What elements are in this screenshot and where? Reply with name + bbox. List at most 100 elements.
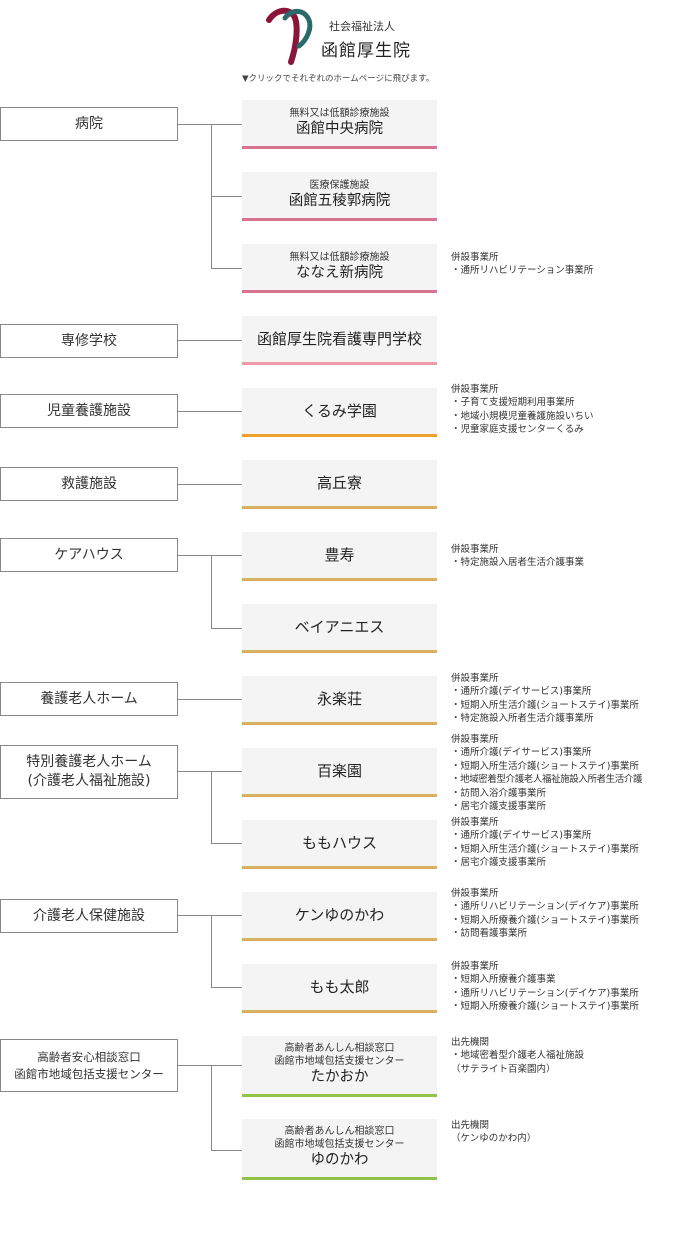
facility-name: 永楽荘 bbox=[316, 689, 362, 708]
facility-hyakurakuen[interactable]: 百楽園 bbox=[242, 748, 437, 797]
note-item: ・訪問看護事業所 bbox=[451, 928, 528, 940]
facility-name: 函館厚生院看護専門学校 bbox=[256, 329, 422, 348]
facility-name: 函館中央病院 bbox=[296, 120, 383, 137]
connector-line bbox=[211, 987, 242, 988]
note-item: ・児童家庭支援センターくるみ bbox=[451, 424, 584, 436]
note-nanae-hospital: 併設事業所 ・通所リハビリテーション事業所 bbox=[451, 251, 593, 278]
note-heading: 併設事業所 bbox=[451, 544, 499, 555]
connector-line bbox=[211, 628, 242, 629]
connector-line bbox=[178, 340, 242, 341]
note-item: ・短期入所療養介護事業 bbox=[451, 974, 556, 986]
facility-name: ゆのかわ bbox=[310, 1152, 369, 1169]
note-item: ・子育て支援短期利用事業所 bbox=[451, 397, 575, 409]
facility-name: ももハウス bbox=[301, 833, 377, 852]
facility-name: 百楽園 bbox=[316, 761, 362, 780]
facility-name: もも太郎 bbox=[309, 977, 370, 996]
connector-line bbox=[178, 555, 242, 556]
facility-ken-yunokawa[interactable]: ケンゆのかわ bbox=[242, 892, 437, 941]
connector-line bbox=[211, 555, 212, 629]
connector-line bbox=[178, 699, 242, 700]
facility-eirakuso[interactable]: 永楽荘 bbox=[242, 676, 437, 725]
note-item: ・地域小規模児童養護施設いちい bbox=[451, 410, 594, 422]
connector-line bbox=[211, 915, 212, 988]
facility-goryokaku-hospital[interactable]: 医療保護施設 函館五稜郭病院 bbox=[242, 172, 437, 221]
facility-name: ベイアニエス bbox=[294, 617, 385, 636]
org-type: 社会福祉法人 bbox=[329, 20, 395, 33]
facility-name: ケンゆのかわ bbox=[294, 905, 385, 924]
note-heading: 出先機関 bbox=[451, 1120, 490, 1131]
note-support-takaoka: 出先機関 ・地域密着型介護老人福祉施設 （サテライト百楽園内） bbox=[451, 1036, 584, 1076]
note-houju: 併設事業所 ・特定施設入居者生活介護事業 bbox=[451, 543, 584, 570]
note-ken-yunokawa: 併設事業所 ・通所リハビリテーション(デイケア)事業所 ・短期入所療養介護(ショ… bbox=[451, 887, 639, 941]
note-item: ・地域密着型介護老人福祉施設入所者生活介護 bbox=[451, 774, 643, 786]
note-heading: 併設事業所 bbox=[451, 888, 499, 899]
facility-type: 医療保護施設 bbox=[309, 179, 370, 191]
note-item: ・短期入所生活介護(ショートステイ)事業所 bbox=[451, 760, 639, 772]
connector-line bbox=[178, 771, 242, 772]
connector-line bbox=[178, 484, 242, 485]
connector-line bbox=[178, 411, 242, 412]
facility-name: 函館五稜郭病院 bbox=[288, 192, 391, 209]
facility-bay-agnes[interactable]: ベイアニエス bbox=[242, 604, 437, 653]
facility-name: 高丘寮 bbox=[316, 473, 362, 492]
connector-line bbox=[178, 1065, 242, 1066]
click-instruction: ▼クリックでそれぞれのホームページに飛びます。 bbox=[242, 74, 435, 84]
facility-momo-house[interactable]: ももハウス bbox=[242, 820, 437, 869]
note-item: ・地域密着型介護老人福祉施設 bbox=[451, 1050, 585, 1062]
org-logo[interactable]: 社会福祉法人 函館厚生院 bbox=[265, 4, 425, 66]
note-item: ・通所リハビリテーション(デイケア)事業所 bbox=[451, 987, 639, 999]
category-comprehensive-support: 高齢者安心相談窓口 函館市地域包括支援センター bbox=[0, 1039, 178, 1092]
connector-line bbox=[211, 268, 242, 269]
facility-nursing-school[interactable]: 函館厚生院看護専門学校 bbox=[242, 316, 437, 365]
note-item: ・短期入所療養介護(ショートステイ)事業所 bbox=[451, 914, 639, 926]
facility-support-yunokawa[interactable]: 高齢者あんしん相談窓口 函館市地域包括支援センター ゆのかわ bbox=[242, 1119, 437, 1180]
org-name: 函館厚生院 bbox=[321, 41, 411, 61]
connector-line bbox=[211, 843, 242, 844]
facility-type: 無料又は低額診療施設 bbox=[289, 251, 390, 263]
connector-line bbox=[178, 915, 242, 916]
facility-momotaro[interactable]: もも太郎 bbox=[242, 964, 437, 1013]
note-item: ・通所介護(デイサービス)事業所 bbox=[451, 686, 592, 698]
note-kurumi-gakuen: 併設事業所 ・子育て支援短期利用事業所 ・地域小規模児童養護施設いちい ・児童家… bbox=[451, 383, 594, 437]
facility-name: 豊寿 bbox=[324, 545, 355, 564]
note-momotaro: 併設事業所 ・短期入所療養介護事業 ・通所リハビリテーション(デイケア)事業所 … bbox=[451, 960, 639, 1014]
note-item: ・特定施設入居者生活介護事業 bbox=[451, 557, 585, 569]
note-heading: 出先機関 bbox=[451, 1037, 490, 1048]
connector-line bbox=[211, 1065, 212, 1151]
note-item: ・短期入所生活介護(ショートステイ)事業所 bbox=[451, 843, 639, 855]
facility-support-takaoka[interactable]: 高齢者あんしん相談窓口 函館市地域包括支援センター たかおか bbox=[242, 1036, 437, 1097]
facility-name: たかおか bbox=[310, 1069, 369, 1086]
note-heading: 併設事業所 bbox=[451, 734, 499, 745]
category-nursing-home: 養護老人ホーム bbox=[0, 682, 178, 716]
category-relief-facility: 救護施設 bbox=[0, 467, 178, 501]
facility-type: 無料又は低額診療施設 bbox=[289, 107, 390, 119]
note-support-yunokawa: 出先機関 （ケンゆのかわ内） bbox=[451, 1119, 536, 1146]
category-special-nursing-home: 特別養護老人ホーム (介護老人福祉施設) bbox=[0, 745, 178, 799]
note-item: ・居宅介護支援事業所 bbox=[451, 801, 547, 813]
note-item: （ケンゆのかわ内） bbox=[451, 1133, 537, 1145]
note-item: ・通所介護(デイサービス)事業所 bbox=[451, 747, 592, 759]
connector-line bbox=[178, 124, 242, 125]
category-care-house: ケアハウス bbox=[0, 538, 178, 572]
facility-name: くるみ学園 bbox=[302, 401, 377, 420]
facility-type: 高齢者あんしん相談窓口 函館市地域包括支援センター bbox=[274, 1126, 405, 1151]
facility-nanae-hospital[interactable]: 無料又は低額診療施設 ななえ新病院 bbox=[242, 244, 437, 293]
note-heading: 併設事業所 bbox=[451, 961, 499, 972]
facility-hakodate-chuo-hospital[interactable]: 無料又は低額診療施設 函館中央病院 bbox=[242, 100, 437, 149]
facility-kurumi-gakuen[interactable]: くるみ学園 bbox=[242, 388, 437, 437]
facility-name: ななえ新病院 bbox=[296, 264, 383, 281]
note-hyakurakuen: 併設事業所 ・通所介護(デイサービス)事業所 ・短期入所生活介護(ショートステイ… bbox=[451, 733, 643, 813]
note-item: ・訪問入浴介護事業所 bbox=[451, 787, 547, 799]
logo-mark-icon bbox=[266, 7, 313, 65]
note-item: ・短期入所療養介護(ショートステイ)事業所 bbox=[451, 1001, 639, 1013]
note-item: ・通所介護(デイサービス)事業所 bbox=[451, 830, 592, 842]
facility-type: 高齢者あんしん相談窓口 函館市地域包括支援センター bbox=[274, 1043, 405, 1068]
facility-houju[interactable]: 豊寿 bbox=[242, 532, 437, 581]
connector-line bbox=[211, 196, 242, 197]
facility-takaoka-ryo[interactable]: 高丘寮 bbox=[242, 460, 437, 509]
note-heading: 併設事業所 bbox=[451, 673, 499, 684]
note-item: （サテライト百楽園内） bbox=[451, 1063, 556, 1075]
connector-line bbox=[211, 771, 212, 844]
note-item: ・特定施設入所者生活介護事業所 bbox=[451, 713, 594, 725]
note-heading: 併設事業所 bbox=[451, 252, 499, 263]
